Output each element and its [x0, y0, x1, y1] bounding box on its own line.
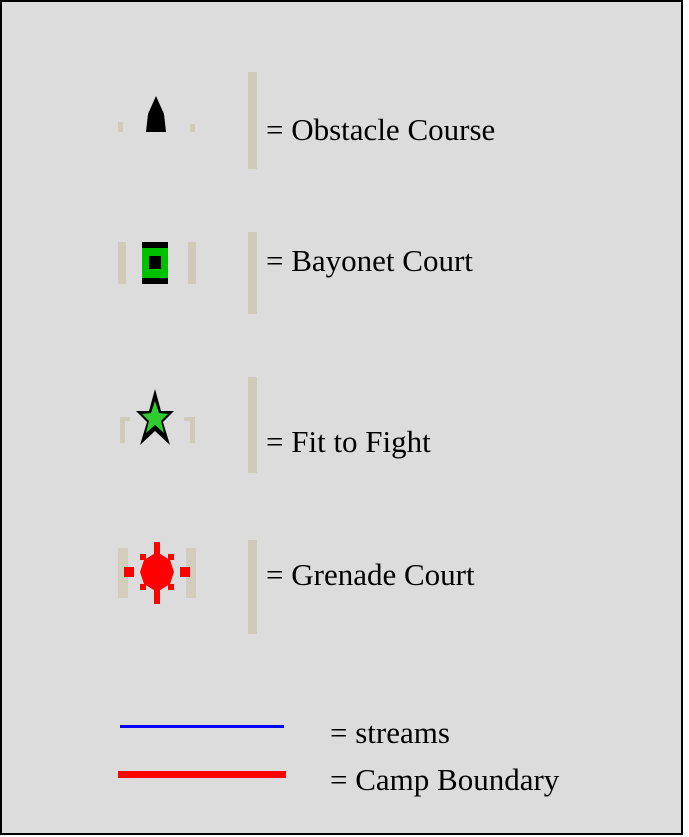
- legend-separator: [248, 377, 257, 473]
- legend-separator: [248, 72, 257, 169]
- obstacle-course-label: = Obstacle Course: [266, 112, 496, 147]
- camp-boundary-line-icon: [118, 771, 286, 778]
- obstacle-course-icon: [114, 94, 200, 136]
- grenade-court-label: = Grenade Court: [266, 557, 475, 592]
- stream-line-icon: [120, 725, 284, 728]
- fit-to-fight-icon: [114, 387, 200, 451]
- camp-boundary-label: = Camp Boundary: [330, 762, 560, 797]
- bayonet-court-label: = Bayonet Court: [266, 243, 473, 278]
- bayonet-court-icon: [114, 240, 200, 288]
- streams-label: = streams: [330, 715, 450, 750]
- legend-separator: [248, 540, 257, 634]
- fit-to-fight-label: = Fit to Fight: [266, 424, 431, 459]
- grenade-court-icon: [114, 540, 200, 606]
- legend-separator: [248, 232, 257, 314]
